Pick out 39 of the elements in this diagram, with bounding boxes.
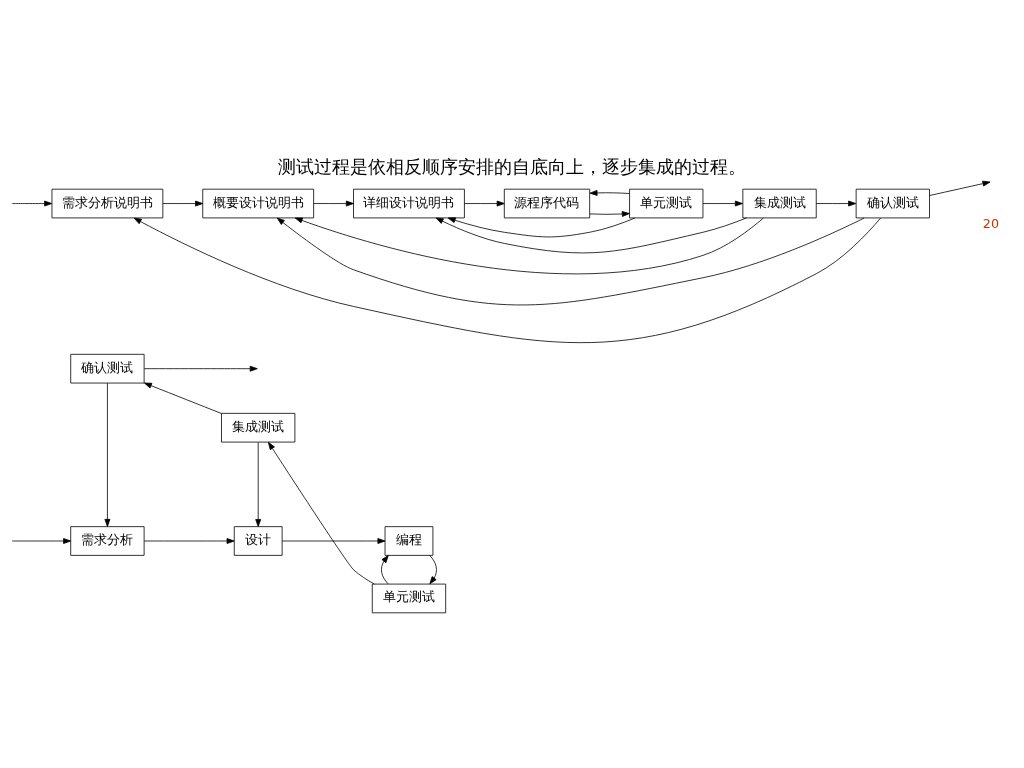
arrow: [104, 382, 111, 527]
arrow: [435, 217, 747, 253]
arrow: [143, 537, 235, 544]
node-box: 设计: [233, 525, 283, 556]
arrow: [815, 200, 857, 206]
node-box: 需求分析说明书: [51, 188, 164, 218]
arrow: [381, 554, 389, 584]
arrow: [929, 180, 991, 196]
node-box: 确认测试: [70, 353, 145, 383]
arrow: [162, 200, 204, 206]
node-box: 单元测试: [371, 583, 447, 613]
node-box: 编程: [384, 525, 434, 556]
node-box: 单元测试: [629, 188, 704, 218]
arrow: [276, 217, 865, 305]
arrow: [281, 537, 386, 544]
arrow: [11, 537, 72, 544]
arrow: [143, 365, 258, 372]
arrow: [133, 217, 881, 343]
node-box: 需求分析: [70, 525, 145, 556]
arrow: [589, 210, 630, 217]
arrow: [429, 554, 437, 584]
arrow: [447, 216, 636, 237]
node-box: 概要设计说明书: [202, 188, 315, 218]
arrow: [255, 441, 262, 527]
node-box: 集成测试: [742, 188, 817, 218]
arrow: [268, 441, 375, 584]
arrow: [464, 200, 505, 206]
arrow: [11, 200, 53, 206]
arrow: [313, 200, 354, 206]
node-box: 确认测试: [855, 188, 930, 218]
label: 20: [982, 215, 1000, 231]
arrow: [702, 200, 743, 206]
arrow: [589, 189, 630, 196]
arrow: [294, 217, 764, 274]
node-box: 详细设计说明书: [353, 188, 465, 218]
node-box: 集成测试: [221, 412, 296, 442]
arrow: [143, 382, 222, 414]
node-box: 源程序代码: [503, 188, 591, 218]
diagram-title: 测试过程是依相反顺序安排的自底向上，逐步集成的过程。: [278, 156, 746, 177]
